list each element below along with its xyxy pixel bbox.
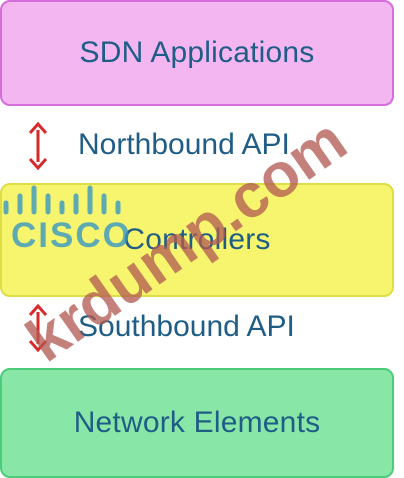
cisco-bars-icon	[3, 185, 121, 215]
controllers-layer: Controllers	[0, 183, 394, 297]
northbound-double-arrow-icon	[28, 121, 48, 171]
southbound-api-row: Southbound API	[0, 298, 394, 358]
network-elements-layer: Network Elements	[0, 368, 394, 478]
northbound-api-row: Northbound API	[0, 116, 394, 176]
controllers-label: Controllers	[123, 223, 271, 256]
sdn-applications-label: SDN Applications	[79, 36, 315, 69]
southbound-double-arrow-icon	[28, 303, 48, 353]
northbound-api-label: Northbound API	[78, 128, 290, 161]
network-elements-label: Network Elements	[73, 406, 321, 439]
southbound-api-label: Southbound API	[78, 310, 295, 343]
sdn-applications-layer: SDN Applications	[0, 0, 394, 106]
cisco-logo-icon: CISCO	[0, 182, 130, 255]
cisco-logo-word: CISCO	[11, 216, 132, 255]
